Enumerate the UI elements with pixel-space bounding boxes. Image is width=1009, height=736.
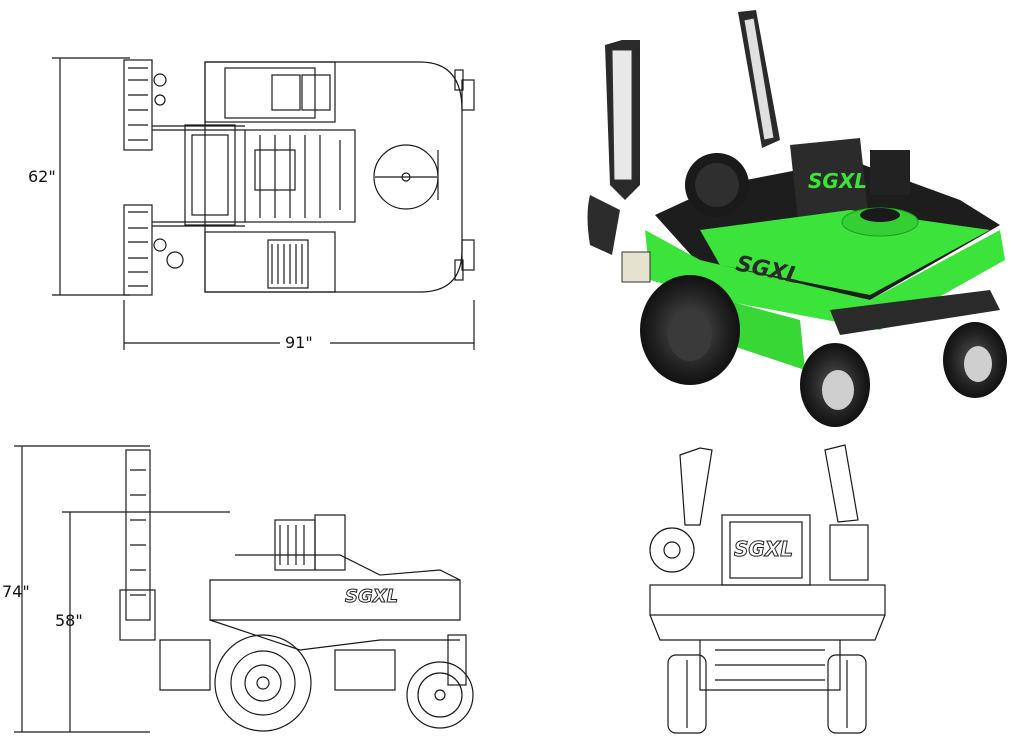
brand-logo-side-view: SGXL [345,586,398,607]
width-dimension-label: 91" [285,333,313,352]
top-view-drawing [52,57,475,350]
machine-3d-render: SGXL SGXL [587,10,1007,427]
height-raised-label: 74" [2,582,30,601]
height-lowered-label: 58" [55,611,83,630]
brand-logo-box: SGXL [808,169,867,193]
side-view-drawing [14,445,474,733]
depth-dimension-label: 62" [28,167,56,186]
front-view-drawing [649,444,886,734]
brand-logo-front-view: SGXL [734,537,793,561]
